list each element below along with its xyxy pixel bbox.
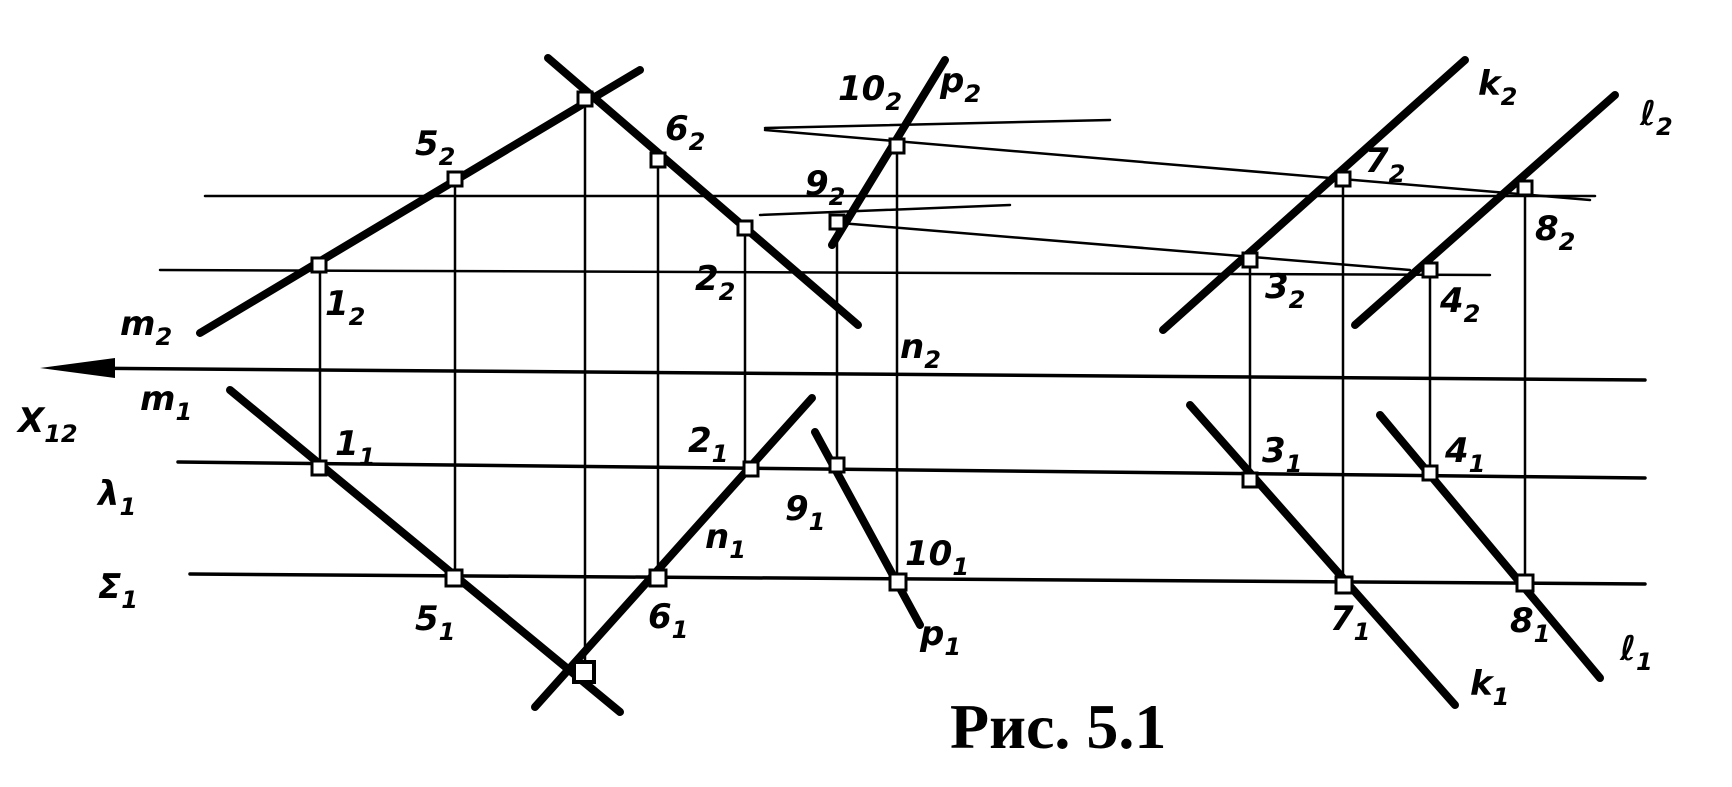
point-7-2 [1334,170,1352,188]
n1-label: n1 [705,517,746,564]
point-8-2-label: 82 [1535,209,1575,256]
m2-label: m2 [120,304,172,351]
n2-line [544,54,862,329]
point-3-2-label: 32 [1265,267,1305,314]
point-1-1-label: 11 [335,424,375,471]
figure-caption: Рис. 5.1 [950,691,1166,762]
point-cross-1 [572,660,596,684]
point-3-2 [1241,251,1259,269]
x12-axis [53,366,1647,382]
point-7-1-label: 71 [1330,599,1370,646]
lambda1-label: λ1 [96,474,136,521]
point-9-2 [828,213,846,231]
n1-line [531,394,816,711]
point-10-1-label: 101 [905,534,969,581]
point-4-1 [1421,464,1439,482]
frontal-line-10-cross [763,118,1112,130]
frontal-line-9-3 [838,221,1412,272]
k1-line [1186,401,1459,709]
l1-line [1376,411,1604,682]
l2-label: ℓ2 [1639,94,1673,141]
m1-line [226,386,624,716]
point-10-2-label: 102 [838,69,902,116]
point-4-2-label: 42 [1439,281,1480,328]
x12-label: X12 [16,401,78,448]
k1-label: k1 [1470,664,1509,711]
point-9-2-label: 92 [805,164,845,211]
l2-line [1351,91,1619,329]
point-3-1 [1241,471,1259,489]
lambda1-trace [176,460,1647,480]
point-3-1-label: 31 [1262,431,1302,478]
point-4-1-label: 41 [1444,431,1485,478]
point-5-1-label: 51 [415,599,455,646]
point-5-2 [446,170,464,188]
point-cross-2 [576,90,594,108]
point-1-1 [310,459,328,477]
point-8-1-label: 81 [1510,601,1550,648]
point-5-2-label: 52 [415,124,455,171]
point-7-1 [1334,575,1354,595]
point-10-1 [888,572,908,592]
point-4-2 [1421,261,1439,279]
point-8-2 [1516,179,1534,197]
point-2-1 [742,460,760,478]
n2-label: n2 [900,327,941,374]
k2-label: k2 [1478,64,1517,111]
p1-label: p1 [919,614,961,661]
point-9-1-label: 91 [785,489,825,536]
k2-line [1159,56,1469,334]
frontal-line-9-cross [758,203,1012,217]
l1-label: ℓ1 [1619,629,1653,676]
point-10-2 [888,137,906,155]
point-6-1 [648,568,668,588]
point-1-2 [310,256,328,274]
x12-axis-arrow [40,358,115,378]
frontal-line-1-4 [158,268,1492,277]
point-6-2-label: 62 [665,109,705,156]
point-8-1 [1515,573,1535,593]
point-5-1 [444,568,464,588]
sigma1-trace [188,572,1647,586]
point-2-2 [736,219,754,237]
point-2-2-label: 22 [695,259,735,306]
m1-label: m1 [140,379,192,426]
point-2-1-label: 21 [688,421,728,468]
sigma1-label: Σ1 [98,567,138,614]
point-9-1 [828,456,846,474]
point-1-2-label: 12 [325,284,365,331]
m2-line [196,66,644,337]
point-7-2-label: 72 [1365,141,1405,188]
p2-label: p2 [939,61,981,108]
point-6-2 [649,151,667,169]
point-6-1-label: 61 [648,597,688,644]
